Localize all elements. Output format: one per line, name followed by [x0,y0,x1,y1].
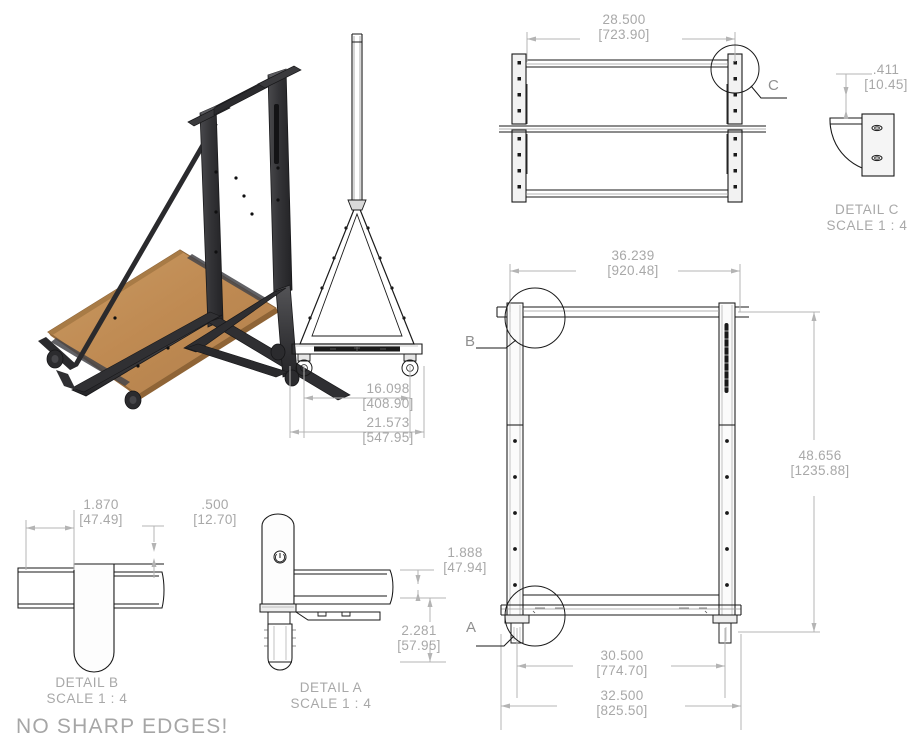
iso-casters [46,343,300,410]
top-plan-view [499,53,766,203]
dim-front-height: 48.656 [1235.88] [790,448,850,478]
front-bottom-dimension-lines [500,628,742,730]
detail-c-geometry [829,113,895,177]
iso-base-frame [56,311,221,393]
dim-detail-a-offset: 1.888 [47.94] [443,545,487,575]
dim-detail-a-height: 2.281 [57.95] [397,623,441,653]
side-elevation-triangle-view [291,33,423,377]
detail-a-geometry [259,513,394,671]
dim-front-caster-spacing: 30.500 [774.70] [596,648,648,678]
detail-c-caption: DETAIL C SCALE 1 : 4 [826,202,908,233]
iso-bolt-holes [113,166,280,368]
side-elevation-dimensions [289,366,425,438]
balloon-c-label: C [768,77,779,94]
top-plan-dimension-line [526,32,736,62]
dim-detail-b-thickness: .500 [12.70] [193,497,237,527]
front-height-dimension-line [738,311,820,633]
detail-c-callout [710,44,787,99]
detail-b-dimension-lines [25,510,164,578]
dim-detail-b-width: 1.870 [47.49] [79,497,123,527]
front-elevation-view [496,302,749,644]
detail-c-dimension-line [836,73,872,119]
detail-a-callout [476,585,566,647]
detail-a-dimension-lines [400,569,446,663]
dim-side-overall-width: 21.573 [547.95] [362,415,414,445]
dim-top-width: 28.500 [723.90] [598,12,650,42]
balloon-b-label: B [465,333,476,350]
detail-b-caption: DETAIL B SCALE 1 : 4 [46,675,128,706]
detail-b-callout [476,287,566,349]
balloon-a-label: A [466,619,477,636]
isometric-cart-view [38,65,351,410]
dim-side-inner-width: 16.098 [408.90] [362,381,414,411]
dim-front-top-rail-width: 36.239 [920.48] [607,248,659,278]
detail-b-geometry [17,563,165,673]
detail-a-caption: DETAIL A SCALE 1 : 4 [290,680,372,711]
dim-detail-c-thickness: .411 [10.45] [864,62,908,92]
iso-wood-deck [47,249,279,399]
no-sharp-edges-note: NO SHARP EDGES! [16,715,229,738]
front-top-dimension-line [509,264,741,312]
dim-front-overall-width: 32.500 [825.50] [596,688,648,718]
